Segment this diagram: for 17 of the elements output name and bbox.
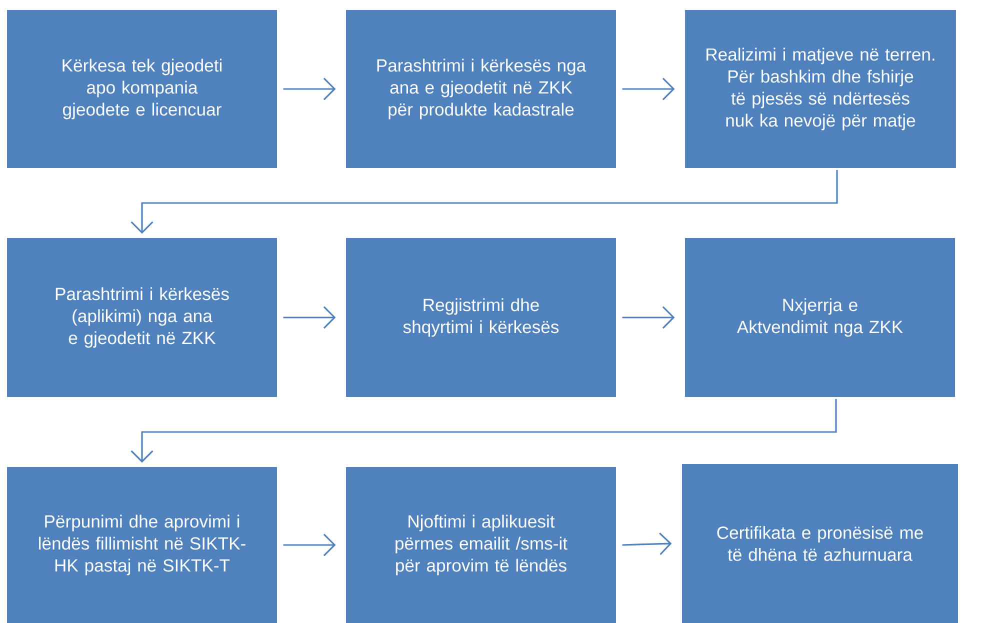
process-box: Kërkesa tek gjeodeti apo kompania gjeodete e licencuar xyxy=(7,10,277,168)
process-box: Regjistrimi dhe shqyrtimi i kërkesës xyxy=(346,238,616,397)
arrow xyxy=(130,170,838,234)
arrow xyxy=(622,306,675,329)
process-box: Parashtrimi i kërkesës nga ana e gjeodetit në ZKK për produkte kadastrale xyxy=(346,10,616,168)
process-box: Përpunimi dhe aprovimi i lëndës fillimisht në SIKTK-HK pastaj në SIKTK-T xyxy=(7,467,277,623)
arrow xyxy=(622,78,675,100)
arrow xyxy=(283,534,336,556)
arrow xyxy=(283,306,336,329)
process-box: Nxjerrja e Aktvendimit nga ZKK xyxy=(685,238,955,397)
arrow xyxy=(130,399,837,463)
process-box: Parashtrimi i kërkesës (aplikimi) nga ana e gjeodetit në ZKK xyxy=(7,238,277,397)
process-box: Certifikata e pronësisë me të dhëna të azhurnuara xyxy=(682,464,958,623)
arrow xyxy=(283,78,336,100)
arrow xyxy=(622,532,672,556)
process-box: Njoftimi i aplikuesit përmes emailit /sms-it për aprovim të lëndës xyxy=(346,467,616,623)
process-box: Realizimi i matjeve në terren. Për bashkim dhe fshirje të pjesës së ndërtesës nuk ka nevojë për matje xyxy=(685,10,956,168)
